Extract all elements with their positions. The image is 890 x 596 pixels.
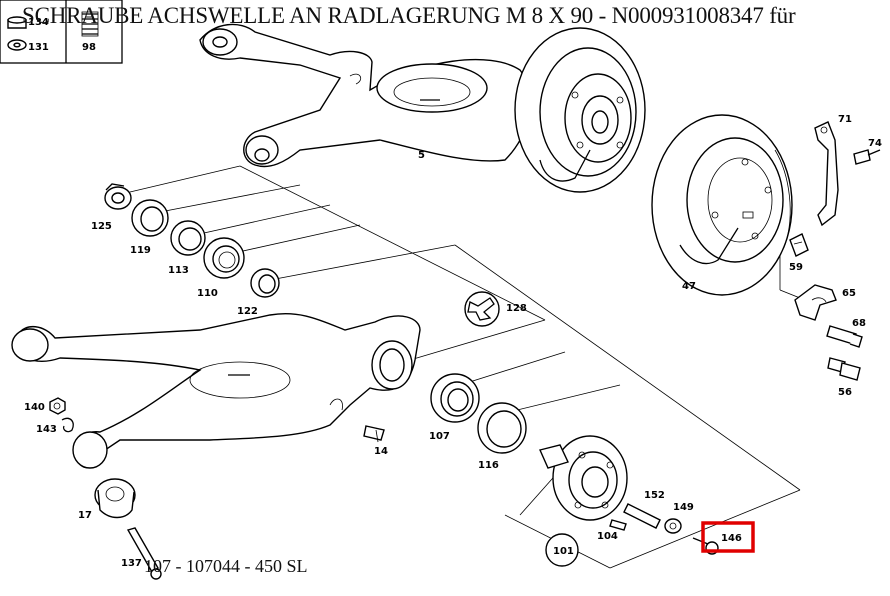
- callout-labels: 5 71 74 125 119 113 110 122 128 59 47 65…: [24, 114, 882, 569]
- ring-113: [170, 220, 206, 256]
- callout-59: 59: [789, 262, 803, 273]
- callout-14: 14: [374, 446, 388, 457]
- callout-143: 143: [36, 424, 57, 435]
- callout-5: 5: [418, 150, 425, 161]
- bolt-56: [827, 357, 861, 381]
- legend-label-98: 98: [82, 42, 96, 53]
- wheel-hub-flange: [539, 435, 628, 521]
- brake-disc: [651, 114, 793, 296]
- upper-trailing-arm: [199, 23, 532, 168]
- bearing-107: [430, 373, 480, 423]
- bushing-125: [104, 183, 132, 210]
- clip-59: [789, 233, 809, 257]
- upper-disc-hub: [514, 27, 646, 193]
- callout-128: 128: [506, 303, 527, 314]
- screw-74: [853, 149, 881, 165]
- callout-116: 116: [478, 460, 499, 471]
- callout-107: 107: [429, 431, 450, 442]
- callout-146[interactable]: 146: [721, 533, 742, 544]
- callout-104: 104: [597, 531, 618, 542]
- wrench-nut-128: [464, 291, 500, 327]
- callout-149: 149: [673, 502, 694, 513]
- callout-125: 125: [91, 221, 112, 232]
- lower-trailing-arm: [11, 313, 421, 469]
- callout-110: 110: [197, 288, 218, 299]
- nut-icon: [7, 16, 27, 29]
- ring-119: [131, 199, 169, 237]
- callout-17: 17: [78, 510, 92, 521]
- pin-104: [609, 519, 627, 531]
- highlight-box-146[interactable]: [701, 521, 755, 553]
- nut-140: [49, 397, 66, 415]
- callout-137: 137: [121, 558, 142, 569]
- callout-122: 122: [237, 306, 258, 317]
- spring-icon: [81, 11, 99, 37]
- callout-68: 68: [852, 318, 866, 329]
- legend-label-131: 131: [28, 42, 49, 53]
- diagram-caption: 107 - 107044 - 450 SL: [144, 556, 308, 576]
- callout-101: 101: [553, 546, 574, 557]
- washer-icon: [7, 39, 27, 51]
- bracket-65: [794, 284, 837, 321]
- brake-bracket: [814, 121, 839, 227]
- callout-71: 71: [838, 114, 852, 125]
- callout-140: 140: [24, 402, 45, 413]
- bolt-14: [363, 425, 385, 443]
- guide-lines: [129, 165, 806, 569]
- pin-152: [623, 503, 661, 529]
- washer-143: [61, 417, 74, 433]
- bolt-137: [126, 527, 162, 580]
- bushing-122: [250, 268, 280, 298]
- page-title: SCHRAUBE ACHSWELLE AN RADLAGERUNG M 8 X …: [22, 3, 796, 28]
- callout-113: 113: [168, 265, 189, 276]
- ring-110: [203, 237, 245, 279]
- seal-116: [477, 402, 527, 454]
- bolt-68: [826, 325, 863, 348]
- bushing-17: [94, 478, 136, 519]
- callout-152: 152: [644, 490, 665, 501]
- legend-label-134: 134: [28, 17, 49, 28]
- circle-101: [545, 533, 579, 567]
- callout-74: 74: [868, 138, 882, 149]
- callout-65: 65: [842, 288, 856, 299]
- callout-56: 56: [838, 387, 852, 398]
- legend-box: 134 131 98: [0, 0, 123, 64]
- callout-47: 47: [682, 281, 696, 292]
- collar-149: [664, 518, 682, 534]
- callout-119: 119: [130, 245, 151, 256]
